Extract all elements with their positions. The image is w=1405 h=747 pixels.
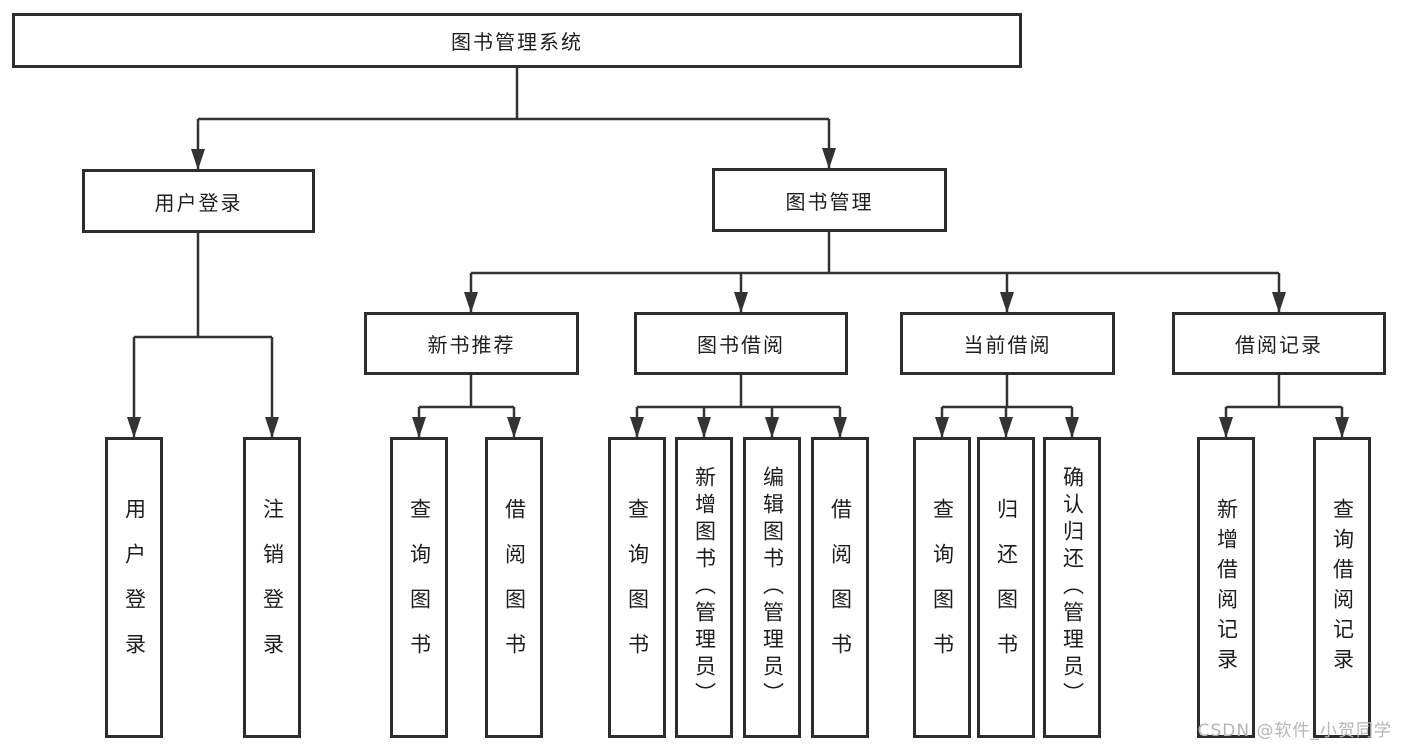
- leaf-add-books-admin: 新增图书（管理员）: [675, 437, 733, 738]
- node-new-book-rec: 新书推荐: [364, 312, 579, 375]
- leaf-edit-books-admin: 编辑图书（管理员）: [743, 437, 801, 738]
- node-current-borrow: 当前借阅: [900, 312, 1115, 375]
- leaf-query-borrow-record: 查询借阅记录: [1313, 437, 1371, 738]
- node-user-login: 用户登录: [82, 169, 315, 233]
- connector-new-book-rec-trunk: [419, 375, 514, 409]
- leaf-current-query-books: 查询图书: [913, 437, 971, 738]
- csdn-watermark: CSDN @软件_小贺同学: [1197, 721, 1392, 741]
- leaf-return-books: 归还图书: [977, 437, 1035, 738]
- leaf-rec-borrow-books: 借阅图书: [485, 437, 543, 738]
- leaf-rec-query-books: 查询图书: [390, 437, 448, 738]
- leaf-logout: 注销登录: [243, 437, 301, 738]
- node-book-borrow: 图书借阅: [634, 312, 848, 375]
- connector-borrow-records-trunk: [1226, 375, 1342, 409]
- leaf-borrow-query-books: 查询图书: [608, 437, 666, 738]
- leaf-confirm-return-admin: 确认归还（管理员）: [1043, 437, 1101, 738]
- connector-current-borrow-trunk: [942, 375, 1072, 409]
- leaf-borrow-books: 借阅图书: [811, 437, 869, 738]
- connector-book-borrow-trunk: [637, 375, 840, 409]
- node-book-mgmt: 图书管理: [712, 168, 947, 232]
- leaf-user-login: 用户登录: [105, 437, 163, 738]
- node-borrow-records: 借阅记录: [1172, 312, 1386, 375]
- node-root-system: 图书管理系统: [12, 13, 1022, 68]
- connector-user-login-trunk: [134, 233, 272, 339]
- connector-root-trunk: [198, 68, 829, 121]
- connector-book-mgmt-trunk: [471, 232, 1279, 275]
- leaf-add-borrow-record: 新增借阅记录: [1197, 437, 1255, 738]
